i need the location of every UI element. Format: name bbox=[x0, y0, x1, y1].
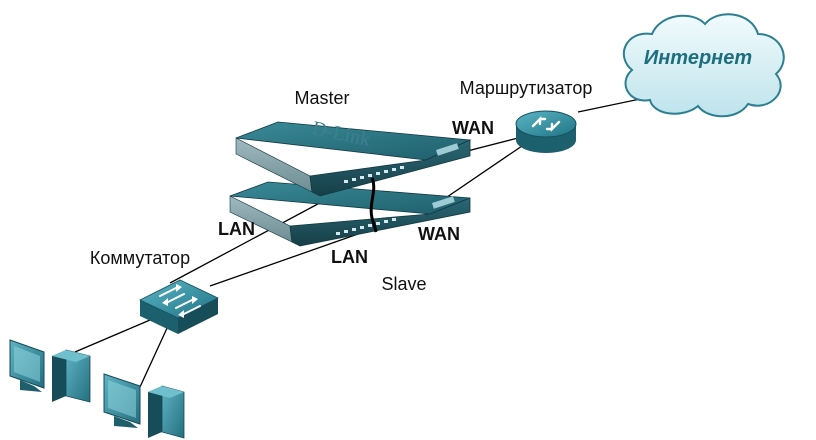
router-top bbox=[515, 110, 577, 138]
link-slave-lan-switch bbox=[209, 233, 359, 287]
router-arrows-icon bbox=[531, 116, 561, 132]
pc1-tower-front bbox=[52, 350, 66, 402]
pc2-stand bbox=[114, 416, 138, 428]
pc1-screen bbox=[14, 346, 40, 382]
computer-1 bbox=[9, 339, 91, 403]
slave-lan-label: LAN bbox=[331, 247, 368, 267]
sync-cable bbox=[369, 177, 378, 233]
pc1-tower-top bbox=[52, 350, 90, 362]
slave-appliance bbox=[229, 181, 471, 247]
slave-display bbox=[432, 196, 455, 209]
pc2-tower-top bbox=[148, 386, 184, 398]
master-ports bbox=[344, 166, 404, 183]
router-label: Маршрутизатор bbox=[460, 78, 593, 98]
switch: Коммутатор bbox=[90, 248, 219, 334]
slave-label: Slave bbox=[381, 274, 426, 294]
master-front bbox=[309, 139, 471, 197]
computer-2 bbox=[103, 373, 185, 439]
switch-top bbox=[139, 279, 219, 319]
pc2-tower-side bbox=[161, 385, 185, 439]
master-lan-label: LAN bbox=[218, 219, 255, 239]
cloud-label: Интернет bbox=[644, 47, 752, 69]
link-switch-pc1 bbox=[74, 319, 151, 353]
router: Маршрутизатор bbox=[460, 78, 593, 153]
link-switch-pc2 bbox=[139, 325, 169, 388]
internet-cloud: Интернет bbox=[622, 13, 785, 118]
master-display bbox=[436, 143, 459, 156]
master-label: Master bbox=[294, 88, 349, 108]
pc1-stand bbox=[20, 380, 42, 392]
switch-label: Коммутатор bbox=[90, 248, 190, 268]
switch-front-right bbox=[178, 298, 218, 334]
link-cloud-router bbox=[577, 97, 646, 113]
master-appliance: D-Link Master bbox=[235, 88, 472, 197]
switch-arrows-icon bbox=[159, 284, 201, 318]
master-wan-label: WAN bbox=[452, 118, 494, 138]
pc2-tower-front bbox=[148, 386, 162, 438]
pc2-screen bbox=[108, 380, 136, 418]
switch-front-left bbox=[140, 300, 178, 334]
slave-wan-label: WAN bbox=[418, 224, 460, 244]
slave-ports bbox=[336, 218, 396, 235]
cloud-icon bbox=[622, 13, 785, 118]
